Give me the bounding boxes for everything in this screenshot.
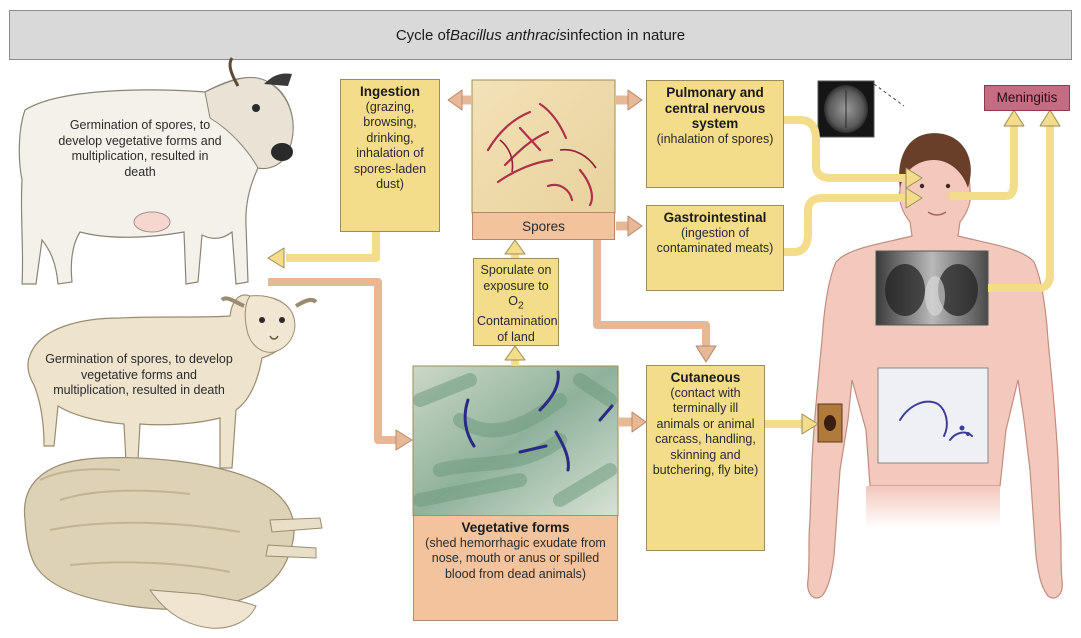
cutaneous-micrograph (878, 368, 988, 463)
cow-caption: Germination of spores, to develop vegeta… (55, 118, 225, 180)
spores-label: Spores (522, 219, 565, 234)
ingestion-title: Ingestion (346, 84, 434, 100)
arrow-ingestion-to-animals (268, 232, 376, 268)
cutaneous-box: Cutaneous (contact with terminally ill a… (646, 365, 765, 551)
gastrointestinal-box: Gastrointestinal (ingestion of contamina… (646, 205, 784, 291)
arrow-spores-to-pulmonary (616, 90, 642, 110)
meningitis-label: Meningitis (997, 90, 1058, 106)
sheep-caption: Germination of spores, to develop vegeta… (44, 352, 234, 399)
vegetative-micrograph (413, 366, 618, 516)
cutaneous-title: Cutaneous (652, 370, 759, 386)
sporulate-line2: exposure to O (483, 279, 548, 309)
arrow-vegetative-to-sporulate (505, 346, 525, 366)
human-figure-illustration (808, 133, 1063, 598)
brain-ct-image (818, 81, 904, 137)
gastro-title: Gastrointestinal (652, 210, 778, 226)
vegetative-forms-box: Vegetative forms (shed hemorrhagic exuda… (413, 515, 618, 621)
pulmonary-cns-box: Pulmonary and central nervous system (in… (646, 80, 784, 188)
sporulate-line3: Contamination of land (477, 314, 555, 345)
oxygen-subscript: 2 (518, 301, 524, 312)
vegetative-detail: (shed hemorrhagic exudate from nose, mou… (419, 536, 612, 583)
pulmonary-detail: (inhalation of spores) (652, 132, 778, 148)
cutaneous-detail: (contact with terminally ill animals or … (652, 386, 759, 479)
spores-micrograph (472, 80, 615, 213)
vegetative-title: Vegetative forms (419, 520, 612, 536)
sporulate-box: Sporulate on exposure to O2 Contaminatio… (473, 258, 559, 346)
arrow-vegetative-to-cutaneous (618, 412, 646, 432)
arrow-animals-to-vegetative (268, 282, 412, 450)
lying-sheep-illustration (24, 458, 322, 629)
sporulate-line1: Sporulate on (477, 263, 555, 279)
arrow-spores-to-ingestion (448, 90, 472, 110)
meningitis-box: Meningitis (984, 85, 1070, 111)
arrow-spores-to-gastro (616, 216, 642, 236)
chest-xray-image (876, 251, 988, 325)
ingestion-box: Ingestion (grazing, browsing, drinking, … (340, 79, 440, 232)
gastro-detail: (ingestion of contaminated meats) (652, 226, 778, 257)
arrow-sporulate-to-spores (505, 240, 525, 258)
spores-label-box: Spores (472, 212, 615, 240)
arrow-cutaneous-to-skin (765, 414, 818, 434)
pulmonary-title: Pulmonary and central nervous system (652, 85, 778, 132)
skin-lesion-image (818, 404, 842, 442)
ingestion-detail: (grazing, browsing, drinking, inhalation… (346, 100, 434, 193)
